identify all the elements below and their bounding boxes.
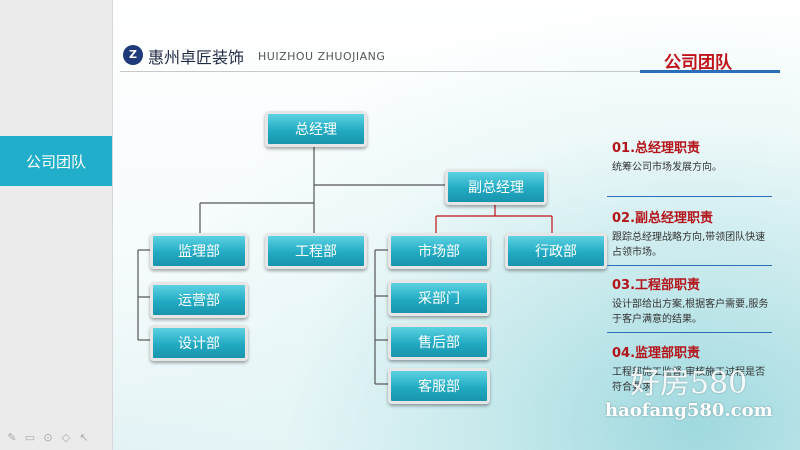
org-node-design: 设计部	[150, 325, 248, 361]
org-node-operations: 运营部	[150, 282, 248, 318]
eraser-icon[interactable]: ◇	[61, 431, 71, 444]
duty-text: 工程部施工监督,审核施工过程是否符合要求	[612, 367, 766, 393]
duty-text: 统筹公司市场发展方向。	[612, 162, 722, 173]
duty-item: 02.副总经理职责 跟踪总经理战略方向,带领团队快速占领市场。	[612, 207, 772, 260]
slides-icon[interactable]: ▭	[24, 431, 36, 444]
duty-item: 03.工程部职责 设计部给出方案,根据客户需要,服务于客户满意的结果。	[612, 274, 772, 327]
org-node-marketing: 市场部	[388, 233, 490, 269]
org-node-procurement: 采部门	[388, 280, 490, 316]
org-node-customer-service: 客服部	[388, 368, 490, 404]
duty-item: 04.监理部职责 工程部施工监督,审核施工过程是否符合要求	[612, 342, 772, 395]
duty-title: 02.副总经理职责	[612, 211, 714, 226]
duty-text: 设计部给出方案,根据客户需要,服务于客户满意的结果。	[612, 299, 769, 325]
pointer-icon[interactable]: ↖	[79, 431, 89, 444]
org-node-administration: 行政部	[505, 233, 607, 269]
duty-divider	[607, 196, 772, 197]
pen-icon[interactable]: ✎	[7, 431, 17, 444]
org-node-deputy-manager: 副总经理	[445, 169, 547, 205]
page-title: 公司团队	[664, 53, 732, 73]
duty-text: 跟踪总经理战略方向,带领团队快速占领市场。	[612, 232, 766, 258]
org-node-after-sales: 售后部	[388, 324, 490, 360]
duty-item: 01.总经理职责 统筹公司市场发展方向。	[612, 137, 772, 175]
brand-name-en: HUIZHOU ZHUOJIANG	[258, 50, 386, 63]
duty-divider	[607, 332, 772, 333]
duty-title: 03.工程部职责	[612, 278, 701, 293]
duty-divider	[607, 265, 772, 266]
org-node-general-manager: 总经理	[265, 111, 367, 147]
slideshow-toolbar: ✎ ▭ ⊙ ◇ ↖	[6, 432, 90, 444]
watermark-url: haofang580.com	[605, 400, 773, 421]
brand-name-cn: 惠州卓匠装饰	[148, 48, 245, 67]
watermark-logo: 好房580	[630, 366, 748, 401]
company-logo: Z	[123, 45, 143, 65]
sidebar-tab-company-team[interactable]: 公司团队	[0, 136, 112, 186]
duty-title: 01.总经理职责	[612, 141, 701, 156]
org-node-engineering: 工程部	[265, 233, 367, 269]
header-accent-bar	[640, 70, 780, 73]
header-divider	[120, 71, 780, 72]
duty-title: 04.监理部职责	[612, 346, 701, 361]
left-rail: 公司团队 ✎ ▭ ⊙ ◇ ↖	[0, 0, 113, 450]
zoom-icon[interactable]: ⊙	[43, 431, 53, 444]
org-node-supervision: 监理部	[150, 233, 248, 269]
